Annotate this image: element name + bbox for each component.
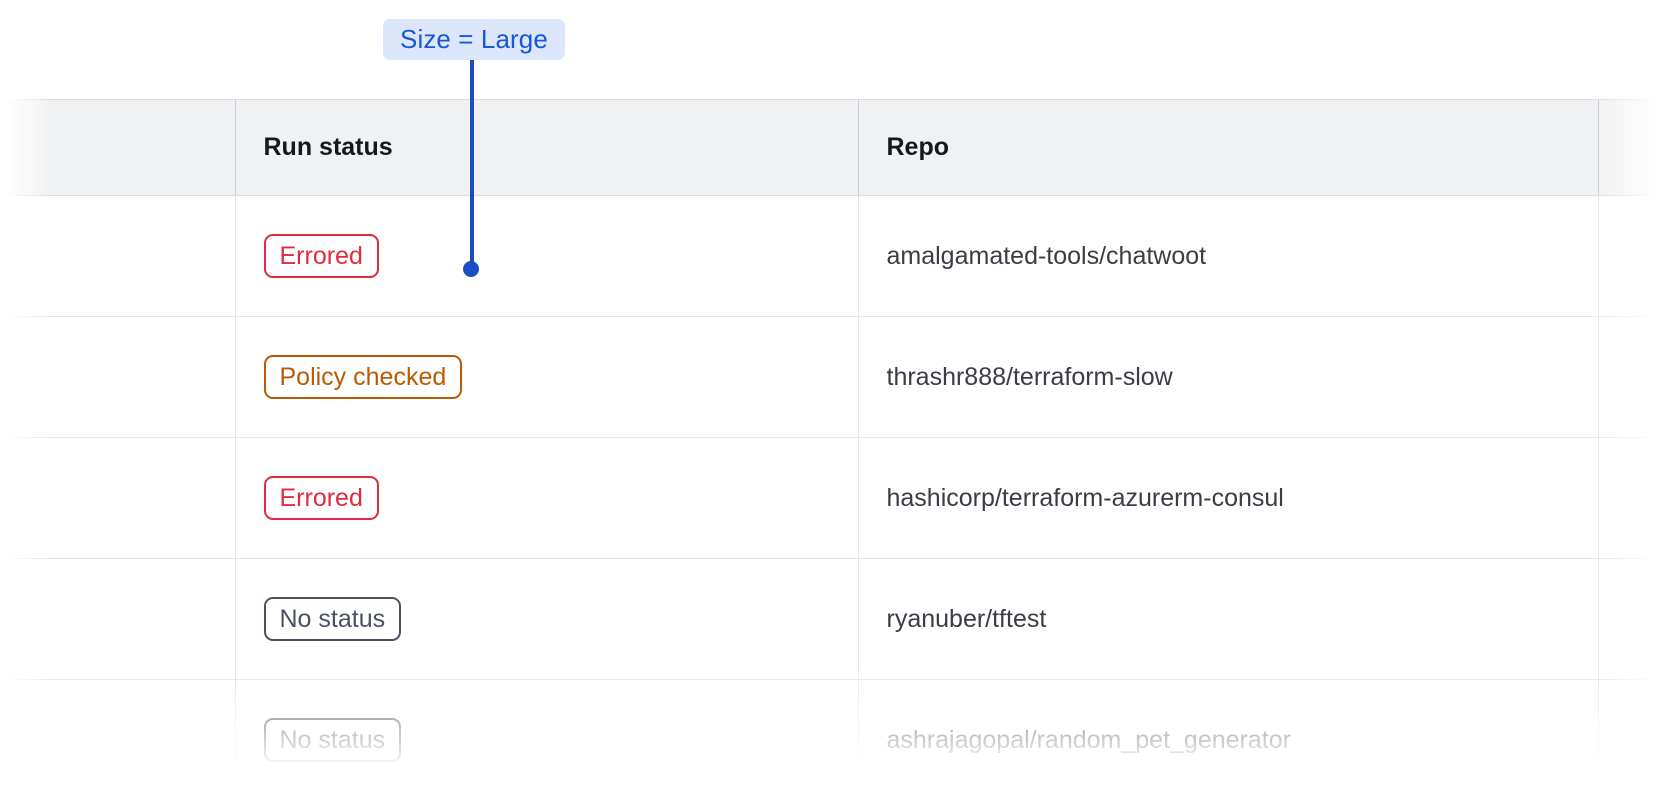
row-cell-tail [1597,558,1672,680]
row-cell-tail [1597,316,1672,438]
row-cell-lead [0,437,48,559]
table-header: Run status Repo [0,99,1672,196]
header-cell-repo[interactable]: Repo [857,99,1598,196]
row-cell-blank [48,679,235,788]
header-cell-lead [0,99,48,196]
status-badge[interactable]: No status [263,718,402,762]
row-cell-lead [0,316,48,438]
row-cell-run-status: No status [234,679,858,788]
table-row[interactable]: No status ryanuber/tftest [0,558,1672,680]
row-cell-blank [48,316,235,438]
header-cell-blank [48,99,235,196]
row-cell-repo: amalgamated-tools/chatwoot [857,195,1598,317]
row-cell-repo: ryanuber/tftest [857,558,1598,680]
repo-name: thrashr888/terraform-slow [886,362,1173,391]
status-badge[interactable]: Errored [263,234,379,278]
table-header-row: Run status Repo [0,99,1672,196]
status-badge[interactable]: Errored [263,476,379,520]
row-cell-repo: ashrajagopal/random_pet_generator [857,679,1598,788]
table-row[interactable]: No status ashrajagopal/random_pet_genera… [0,679,1672,788]
header-cell-run-status[interactable]: Run status [234,99,858,196]
row-cell-repo: hashicorp/terraform-azurerm-consul [857,437,1598,559]
repo-name: ashrajagopal/random_pet_generator [886,725,1291,754]
row-cell-blank [48,558,235,680]
row-cell-run-status: Policy checked [234,316,858,438]
table-body: Errored amalgamated-tools/chatwoot Polic… [0,195,1672,788]
table-row[interactable]: Errored hashicorp/terraform-azurerm-cons… [0,437,1672,559]
header-label-repo: Repo [886,133,950,161]
table-row[interactable]: Policy checked thrashr888/terraform-slow [0,316,1672,438]
row-cell-blank [48,437,235,559]
status-badge[interactable]: Policy checked [263,355,463,399]
row-cell-lead [0,679,48,788]
repo-name: hashicorp/terraform-azurerm-consul [886,483,1284,512]
row-cell-tail [1597,437,1672,559]
row-cell-lead [0,195,48,317]
header-label-run-status: Run status [263,133,393,161]
repo-name: amalgamated-tools/chatwoot [886,241,1207,270]
table-row[interactable]: Errored amalgamated-tools/chatwoot [0,195,1672,317]
row-cell-run-status: Errored [234,195,858,317]
status-badge[interactable]: No status [263,597,402,641]
row-cell-tail [1597,195,1672,317]
row-cell-run-status: No status [234,558,858,680]
row-cell-lead [0,558,48,680]
run-status-table: Run status Repo Errored [0,99,1672,788]
row-cell-tail [1597,679,1672,788]
header-cell-tail [1597,99,1672,196]
run-status-table-wrapper: Run status Repo Errored [0,99,1672,788]
row-cell-run-status: Errored [234,437,858,559]
row-cell-blank [48,195,235,317]
row-cell-repo: thrashr888/terraform-slow [857,316,1598,438]
repo-name: ryanuber/tftest [886,604,1047,633]
annotation-label[interactable]: Size = Large [383,19,565,60]
